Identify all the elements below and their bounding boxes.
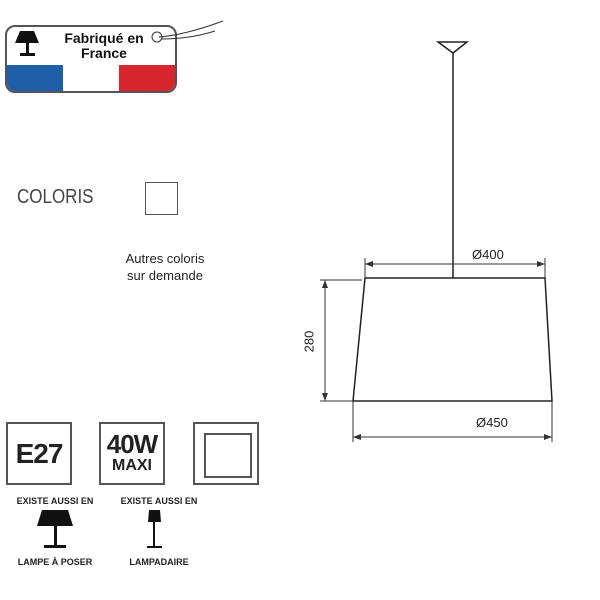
wattage-label: 40W (106, 429, 158, 459)
class-ii-insulation-icon (193, 422, 259, 485)
french-flag (7, 65, 175, 91)
coloris-label: COLORIS (17, 186, 94, 208)
badge-text-line1: Fabriqué en (64, 30, 144, 46)
wattage-note: MAXI (112, 457, 152, 474)
variant-name: LAMPADAIRE (129, 557, 189, 567)
bottom-diameter-label: Ø450 (476, 415, 508, 430)
badge-text-line2: France (81, 45, 127, 61)
variant-caption: EXISTE AUSSI EN (120, 496, 198, 506)
tag-string-icon (151, 20, 224, 43)
floor-lamp-icon (147, 510, 162, 548)
ceiling-canopy (435, 41, 470, 54)
lamp-shade (352, 277, 553, 402)
socket-e27-box: E27 (6, 422, 72, 485)
color-swatch-white (145, 182, 178, 215)
table-lamp-icon (37, 510, 73, 548)
lamp-icon (15, 31, 39, 56)
dimension-lines (320, 258, 553, 442)
note-line1: Autres coloris (125, 251, 205, 266)
socket-label: E27 (15, 438, 64, 469)
height-label: 280 (301, 330, 317, 353)
top-diameter-label: Ø400 (472, 247, 504, 262)
variant-name: LAMPE À POSER (17, 557, 93, 567)
note-line2: sur demande (127, 268, 203, 283)
variant-caption: EXISTE AUSSI EN (16, 496, 94, 506)
other-colors-note: Autres coloris sur demande (105, 250, 225, 284)
